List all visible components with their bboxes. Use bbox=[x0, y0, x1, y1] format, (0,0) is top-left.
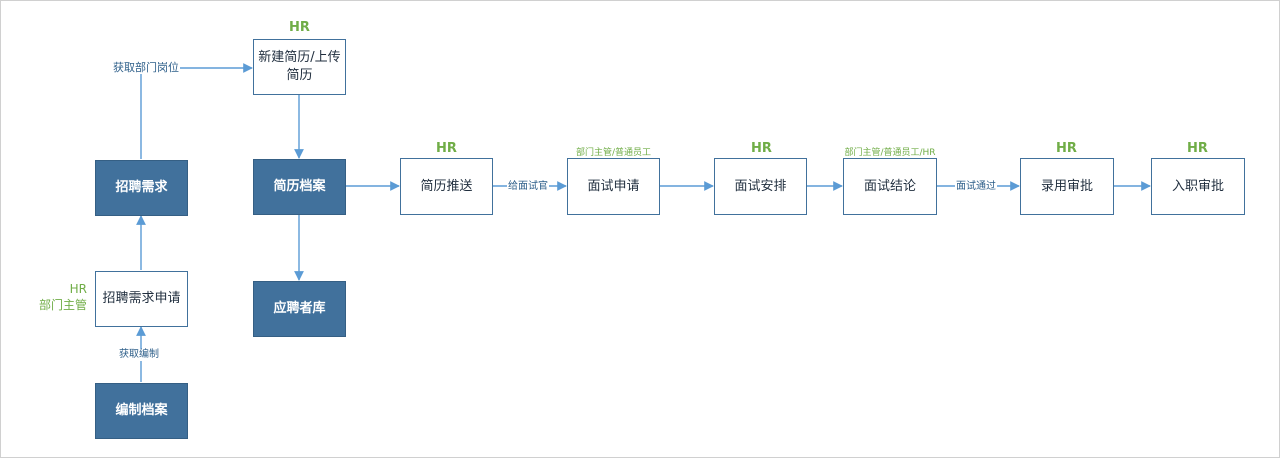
node-mianshi-shenqing[interactable]: 面试申请 bbox=[567, 158, 660, 215]
role-label: HR bbox=[1056, 141, 1077, 156]
node-label: 新建简历/上传简历 bbox=[258, 50, 341, 83]
role-label-group: HR 部门主管 bbox=[20, 281, 87, 313]
edge-label: 面试通过 bbox=[955, 181, 997, 193]
node-label: 简历推送 bbox=[420, 178, 473, 194]
node-label: 招聘需求申请 bbox=[102, 291, 181, 306]
arrow-xuqiu-to-xinjian bbox=[140, 63, 253, 159]
role-label: 部门主管/普通员工/HR bbox=[844, 148, 936, 158]
edge-label: 给面试官 bbox=[507, 181, 549, 193]
node-jianli-tuisong[interactable]: 简历推送 bbox=[400, 158, 493, 215]
role-label: HR bbox=[436, 141, 457, 156]
node-label: 面试结论 bbox=[863, 178, 916, 194]
role-label: HR bbox=[69, 282, 87, 296]
role-label: HR bbox=[751, 141, 772, 156]
node-zhaopin-xuqiu[interactable]: 招聘需求 bbox=[95, 160, 188, 216]
node-mianshi-anpai[interactable]: 面试安排 bbox=[714, 158, 807, 215]
node-ruzhi-shenpi[interactable]: 入职审批 bbox=[1151, 158, 1245, 215]
node-luyong-shenpi[interactable]: 录用审批 bbox=[1020, 158, 1114, 215]
role-label: HR bbox=[1187, 141, 1208, 156]
node-label: 入职审批 bbox=[1171, 178, 1224, 194]
node-label: 应聘者库 bbox=[273, 301, 326, 316]
node-bianzhi-dangan[interactable]: 编制档案 bbox=[95, 383, 188, 439]
node-jianli-dangan[interactable]: 简历档案 bbox=[253, 159, 346, 215]
node-label: 简历档案 bbox=[273, 179, 326, 194]
node-label: 面试安排 bbox=[734, 178, 787, 194]
role-label: 部门主管 bbox=[38, 298, 87, 312]
node-xinjian-jianli[interactable]: 新建简历/上传简历 bbox=[253, 39, 346, 95]
role-label: HR bbox=[289, 20, 310, 35]
node-yingpinzhe-ku[interactable]: 应聘者库 bbox=[253, 281, 346, 337]
node-label: 编制档案 bbox=[115, 403, 168, 418]
role-label: 部门主管/普通员工 bbox=[575, 148, 652, 158]
node-label: 录用审批 bbox=[1040, 178, 1093, 194]
edge-label: 获取编制 bbox=[118, 349, 160, 361]
edge-label: 获取部门岗位 bbox=[112, 61, 180, 74]
node-zhaopin-xuqiu-shenqing[interactable]: 招聘需求申请 bbox=[95, 271, 188, 327]
node-mianshi-jielun[interactable]: 面试结论 bbox=[843, 158, 937, 215]
node-label: 招聘需求 bbox=[115, 180, 168, 195]
node-label: 面试申请 bbox=[587, 178, 640, 194]
